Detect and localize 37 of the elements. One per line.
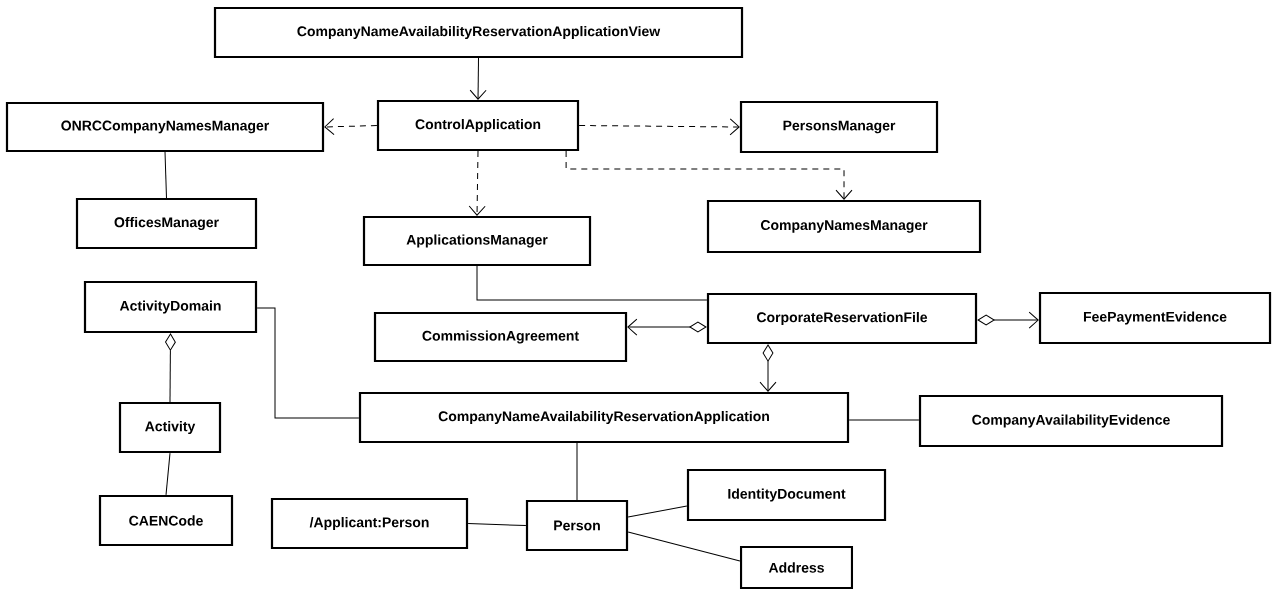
connector-line [476,265,708,301]
class-box: CommissionAgreement [373,311,628,363]
class-box: Person [525,499,629,552]
arrow [468,150,486,216]
connector-line [848,419,920,421]
class-box: CompanyNameAvailabilityReservationApplication [358,391,850,444]
class-box: ONRCCompanyNamesManager [5,101,325,153]
connector-line [627,531,741,562]
arrow [165,333,176,403]
arrow [759,344,777,392]
arrow [469,57,487,100]
class-box: CorporateReservationFile [706,292,978,345]
connector-line [164,151,167,199]
class-box: ApplicationsManager [362,215,592,267]
arrow [977,311,1039,329]
class-box: FeePaymentEvidence [1038,291,1272,345]
class-box: CompanyAvailabilityEvidence [918,394,1224,448]
connector-line [576,442,578,501]
class-box: Address [739,545,854,589]
class-box: CompanyNamesManager [706,199,982,254]
class-box: Activity [118,401,222,454]
class-box: /Applicant:Person [270,497,469,550]
arrow [578,118,740,136]
class-box: OfficesManager [75,197,258,250]
class-box: IdentityDocument [686,468,887,522]
arrow [627,318,707,336]
arrow [565,150,853,200]
connector-line [627,505,688,518]
class-box: CAENCode [98,494,234,547]
connector-line [165,452,171,496]
class-box: ControlApplication [376,99,580,152]
arrow [324,118,378,136]
class-box: PersonsManager [739,100,939,154]
connector-line [256,307,360,419]
class-box: CompanyNameAvailabilityReservationApplicationView [213,6,744,59]
class-box: ActivityDomain [83,280,258,334]
connector-line [467,523,527,526]
